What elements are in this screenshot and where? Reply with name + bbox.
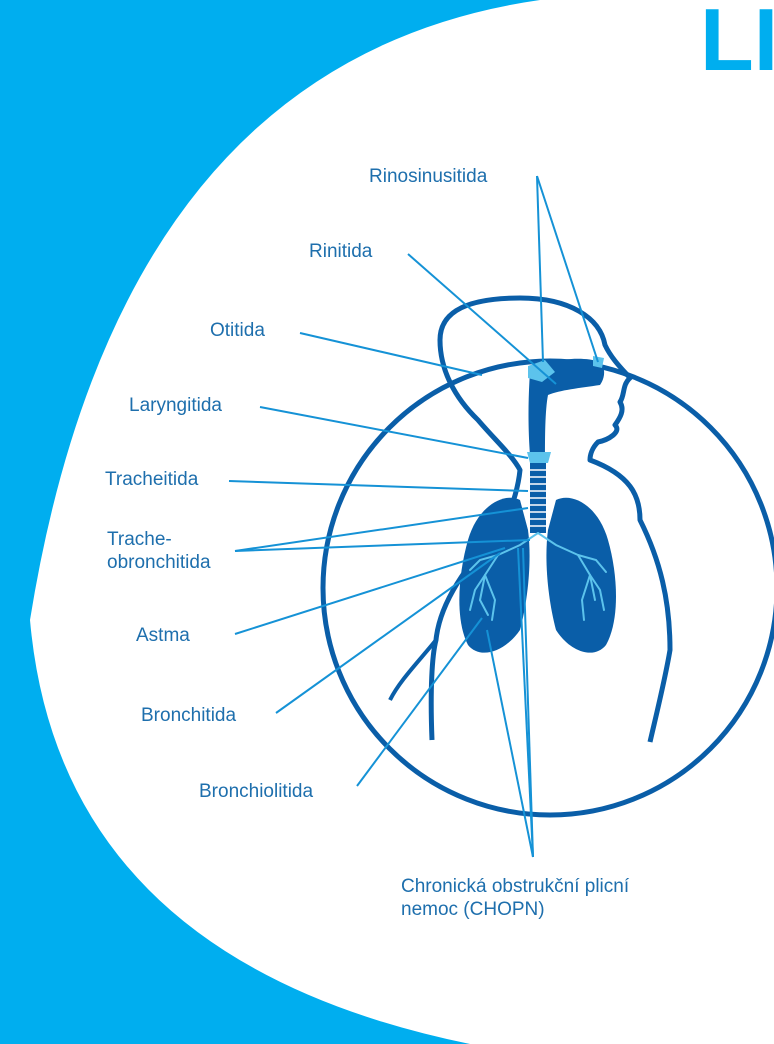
leader-rinitida [408,254,556,384]
leader-rinosinusitida-a [537,176,543,362]
label-tracheobronchitida-line2: obronchitida [107,552,211,573]
larynx-highlight [527,452,551,463]
sinus-highlight-front [593,356,604,368]
label-tracheitida: Tracheitida [105,469,199,490]
leader-bronchiolitida [357,618,482,786]
oral-cavity [548,399,605,413]
label-chopn-line2: nemoc (CHOPN) [401,899,545,920]
right-lung [546,498,616,653]
label-tracheobronchitida-line1: Trache- [107,529,172,550]
leader-tracheitida [229,481,528,491]
label-astma: Astma [136,625,190,646]
label-rinitida: Rinitida [309,241,373,262]
leader-otitida [300,333,482,375]
label-chopn-line1: Chronická obstrukční plicní [401,876,630,897]
label-otitida: Otitida [210,320,265,341]
trachea [530,463,546,533]
label-laryngitida: Laryngitida [129,395,222,416]
leader-rinosinusitida-b [537,176,598,362]
page-title: LI [700,0,774,89]
label-rinosinusitida: Rinosinusitida [369,166,488,187]
label-bronchiolitida: Bronchiolitida [199,781,313,802]
label-bronchitida: Bronchitida [141,705,236,726]
